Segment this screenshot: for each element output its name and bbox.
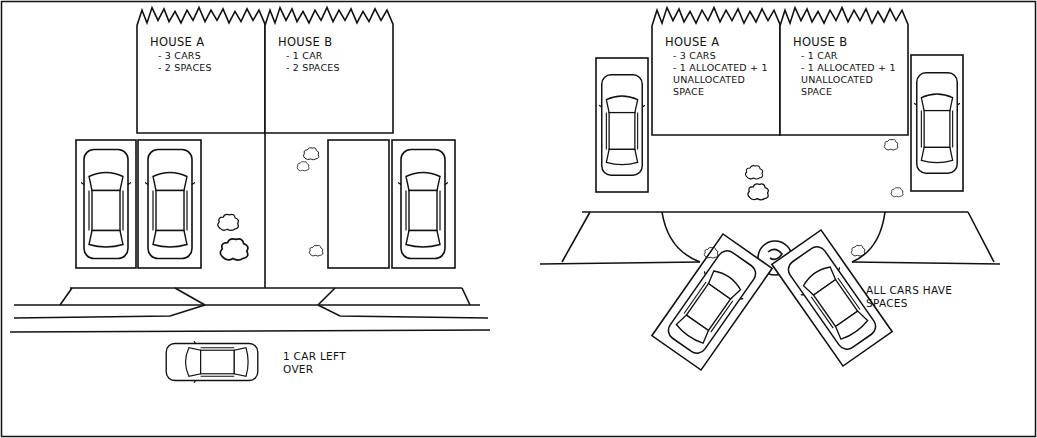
house-note: - 1 ALLOCATED + 1 UNALLOCATED SPACE xyxy=(665,62,772,98)
house-note: - 2 SPACES xyxy=(278,62,385,74)
house-note: - 1 ALLOCATED + 1 UNALLOCATED SPACE xyxy=(793,62,900,98)
house-name: HOUSE A xyxy=(150,35,257,50)
house-box: HOUSE B- 1 CAR- 2 SPACES xyxy=(265,5,393,133)
house-box: HOUSE A- 3 CARS- 2 SPACES xyxy=(137,5,265,133)
left-scene xyxy=(10,133,490,383)
house-name: HOUSE B xyxy=(793,35,900,50)
note-label: 1 CAR LEFT OVER xyxy=(283,350,361,376)
house-name: HOUSE A xyxy=(665,35,772,50)
house-box: HOUSE B- 1 CAR- 1 ALLOCATED + 1 UNALLOCA… xyxy=(780,5,908,135)
house-note: - 3 CARS xyxy=(665,50,772,62)
house-note: - 2 SPACES xyxy=(150,62,257,74)
house-name: HOUSE B xyxy=(278,35,385,50)
house-note: - 1 CAR xyxy=(278,50,385,62)
house-note: - 3 CARS xyxy=(150,50,257,62)
house-note: - 1 CAR xyxy=(793,50,900,62)
house-box: HOUSE A- 3 CARS- 1 ALLOCATED + 1 UNALLOC… xyxy=(652,5,780,135)
note-label: ALL CARS HAVE SPACES xyxy=(866,284,978,310)
